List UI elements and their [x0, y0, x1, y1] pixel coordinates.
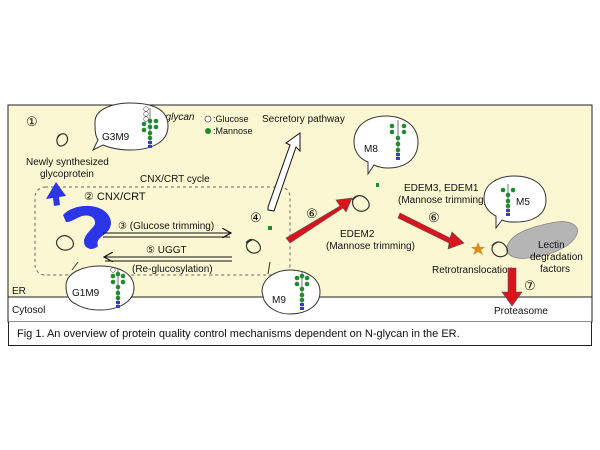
secretory-pathway-label: Secretory pathway — [262, 114, 345, 125]
blue-arrow-to-cnx — [46, 182, 66, 206]
nglycan-label: N-glycan — [155, 112, 195, 123]
retrotranslocation-label: Retrotranslocation — [432, 265, 513, 276]
proteasome-red-arrow — [501, 267, 523, 307]
m9-label: M9 — [272, 295, 286, 306]
m5-glycan-icon — [500, 184, 516, 216]
m8-glycan-stub — [376, 183, 379, 187]
m9-glycan-stub — [268, 226, 272, 230]
edem2-label-2: (Mannose trimming) — [326, 241, 415, 252]
g1m9-glycan-icon — [110, 267, 126, 308]
cytosol-label: Cytosol — [12, 305, 45, 316]
m5-bubble — [483, 175, 547, 230]
m8-bubble — [353, 115, 419, 176]
proteasome-label: Proteasome — [494, 306, 548, 317]
cnx-crt-chaperone — [63, 205, 112, 249]
glucose-legend-icon — [204, 115, 212, 123]
cnx-bound-protein — [56, 235, 75, 251]
step6a-number: ⑥ — [306, 206, 318, 221]
m8-label: M8 — [364, 144, 378, 155]
cnx-crt-cycle-box — [34, 186, 291, 276]
m8-glycan-icon — [389, 120, 407, 160]
m5-label: M5 — [516, 197, 530, 208]
m8-protein-squiggle — [351, 195, 370, 212]
edem2-label-1: EDEM2 — [340, 229, 375, 240]
secretory-arrow — [267, 132, 301, 212]
m5-protein-squiggle — [491, 241, 509, 258]
lectin-degradation-factor — [506, 221, 578, 259]
step6b-number: ⑥ — [428, 210, 440, 225]
edem2-red-arrow — [285, 197, 353, 244]
mannose-legend-icon — [205, 128, 211, 134]
step5-label-2: (Re-glucosylation) — [132, 264, 213, 275]
edem3-edem1-label: EDEM3, EDEM1 — [404, 183, 479, 194]
cnx-crt-cycle-label: CNX/CRT cycle — [140, 174, 210, 185]
g3m9-label: G3M9 — [102, 132, 130, 143]
newly-synthesized-label-1: Newly synthesized — [26, 157, 109, 168]
m9-protein-squiggle — [245, 238, 261, 254]
lectin-label-3: factors — [540, 264, 570, 275]
glucose-legend-label: :Glucose — [213, 114, 249, 124]
g3m9-glycan-icon — [141, 106, 159, 148]
lectin-label-2: degradation — [530, 252, 583, 263]
lectin-label-1: Lectin — [538, 240, 565, 251]
step7-number: ⑦ — [524, 278, 536, 293]
m9-glycan-icon — [294, 272, 310, 310]
newly-synthesized-label-2: glycoprotein — [40, 169, 94, 180]
step5-label-1: ⑤ UGGT — [146, 245, 187, 256]
step2-label: ② CNX/CRT — [84, 191, 146, 203]
er-label: ER — [12, 286, 26, 297]
edem3-red-arrow — [397, 212, 465, 250]
nascent-protein-squiggle — [56, 133, 69, 147]
m9-bubble — [261, 261, 321, 315]
mannose-legend-label: :Mannose — [213, 126, 253, 136]
step1-number: ① — [26, 114, 38, 129]
g1m9-label: G1M9 — [72, 288, 100, 299]
step3-label: ③ (Glucose trimming) — [118, 221, 214, 232]
retrotranslocation-star-icon — [471, 242, 485, 255]
step4-number: ④ — [250, 210, 262, 225]
mannose-trimming-label-2: (Mannose trimming) — [398, 195, 487, 206]
figure-caption: Fig 1. An overview of protein quality co… — [8, 322, 592, 346]
